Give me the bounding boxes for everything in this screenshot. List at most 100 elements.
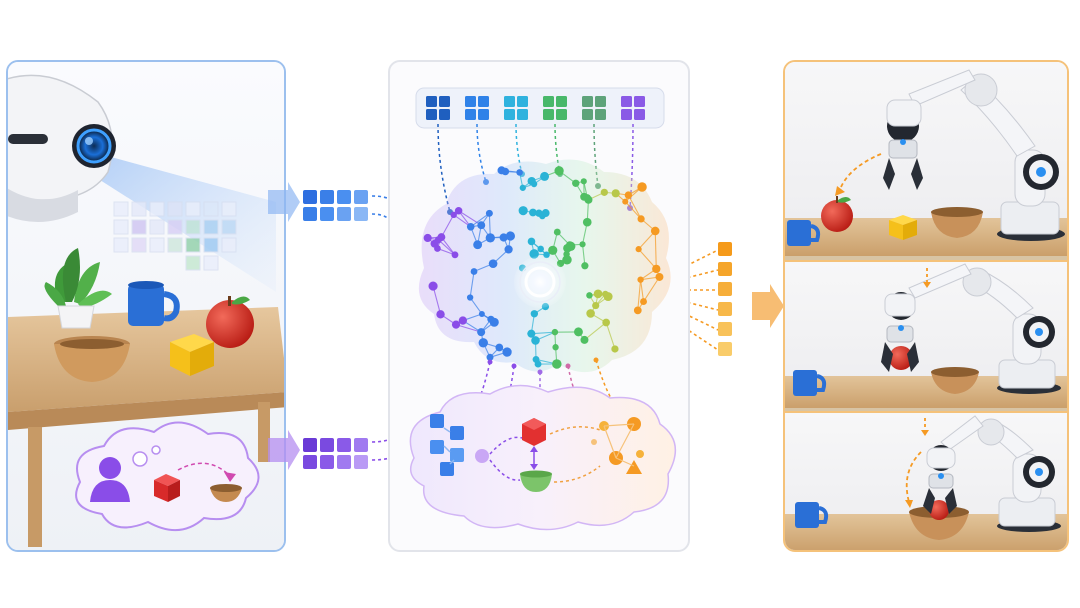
vision-token — [337, 190, 351, 204]
action-panel — [783, 60, 1069, 552]
neuron-node — [552, 359, 562, 369]
action-frame-place — [785, 413, 1067, 550]
model-panel — [388, 60, 690, 552]
neuron-node — [553, 228, 561, 236]
yellow-cube-icon — [889, 215, 917, 240]
neuron-node — [548, 245, 558, 255]
neuron-node — [635, 246, 642, 253]
wooden-bowl-icon — [54, 336, 130, 382]
neuron-node — [505, 231, 516, 241]
neuron-node — [519, 184, 526, 191]
brain-core-glow — [514, 256, 566, 308]
wooden-bowl-icon — [931, 367, 979, 394]
neuron-node — [586, 292, 593, 299]
input-connector — [554, 123, 561, 175]
robot-action-sequence — [785, 62, 1067, 550]
neuron-node — [488, 259, 498, 269]
perception-scene — [8, 62, 284, 550]
robot-arm-icon — [881, 263, 1061, 394]
neuron-node — [562, 255, 572, 265]
neuron-node — [436, 310, 445, 319]
language-token — [303, 455, 317, 469]
vision-token — [320, 190, 334, 204]
neuron-node — [584, 195, 593, 204]
neuron-node — [495, 343, 504, 352]
language-token — [354, 438, 368, 452]
yellow-cube-icon — [170, 334, 214, 376]
language-token — [354, 455, 368, 469]
language-token — [337, 438, 351, 452]
action-token — [718, 282, 732, 296]
neuron-node — [502, 347, 512, 357]
wooden-bowl-icon — [210, 484, 242, 502]
action-frame-reach — [785, 62, 1067, 260]
vision-grid — [113, 201, 237, 271]
neuron-node — [633, 306, 642, 315]
neuron-node — [565, 241, 574, 249]
neuron-node — [530, 310, 539, 318]
neuron-node — [534, 360, 542, 368]
neuron-node — [477, 328, 486, 337]
neuron-node — [428, 281, 438, 291]
neuron-node — [650, 226, 660, 236]
blue-mug-icon — [787, 220, 821, 246]
input-token — [465, 96, 489, 120]
neuron-node — [592, 301, 600, 310]
language-token — [337, 455, 351, 469]
neuron-node — [451, 320, 461, 329]
blue-mug-icon — [795, 502, 829, 528]
neuron-node — [582, 217, 592, 227]
red-apple-icon — [821, 196, 853, 232]
neuron-node — [527, 237, 536, 246]
neuron-node — [637, 182, 647, 192]
down-connector — [595, 359, 613, 401]
neuron-node — [640, 298, 647, 306]
action-flow-arrow — [752, 284, 784, 328]
vision-token — [303, 207, 317, 221]
input-connector — [515, 123, 523, 175]
neuron-node — [622, 198, 629, 205]
red-cube-icon — [154, 474, 180, 502]
input-connector — [476, 123, 487, 183]
neuron-node — [504, 245, 513, 254]
neuron-node — [579, 241, 586, 248]
input-token-row — [426, 96, 645, 120]
vla-model-diagram — [409, 87, 677, 531]
neuron-node — [552, 344, 559, 351]
neuron-node — [540, 171, 550, 181]
neuron-node — [473, 240, 483, 250]
neuron-node — [458, 316, 467, 325]
neuron-node — [485, 233, 495, 243]
input-token — [621, 96, 645, 120]
red-apple-icon — [889, 346, 913, 370]
action-frame-grasp — [785, 262, 1067, 411]
neuron-node — [602, 318, 610, 327]
neuron-node — [470, 268, 478, 275]
potted-plant-icon — [44, 248, 112, 329]
neuron-node — [611, 189, 620, 198]
wooden-bowl-icon — [931, 207, 983, 238]
input-token — [582, 96, 606, 120]
world-model-cloud — [409, 384, 677, 531]
neuron-node — [531, 336, 540, 345]
action-token — [718, 342, 732, 356]
neuron-node — [652, 264, 661, 274]
perception-panel — [6, 60, 286, 552]
world-model-graph — [430, 414, 644, 492]
vision-token — [303, 190, 317, 204]
neuron-node — [527, 176, 536, 186]
neuron-node — [529, 208, 537, 217]
neuron-node — [478, 310, 485, 317]
neuron-node — [454, 207, 463, 215]
neuron-node — [581, 262, 589, 270]
neuron-node — [537, 245, 544, 253]
neuron-node — [586, 309, 595, 318]
input-token — [543, 96, 567, 120]
input-token — [504, 96, 528, 120]
neuron-node — [466, 222, 475, 231]
person-icon — [90, 457, 130, 502]
neuron-node — [539, 212, 546, 220]
neuron-node — [572, 179, 580, 187]
language-token — [303, 438, 317, 452]
neuron-node — [451, 251, 459, 259]
